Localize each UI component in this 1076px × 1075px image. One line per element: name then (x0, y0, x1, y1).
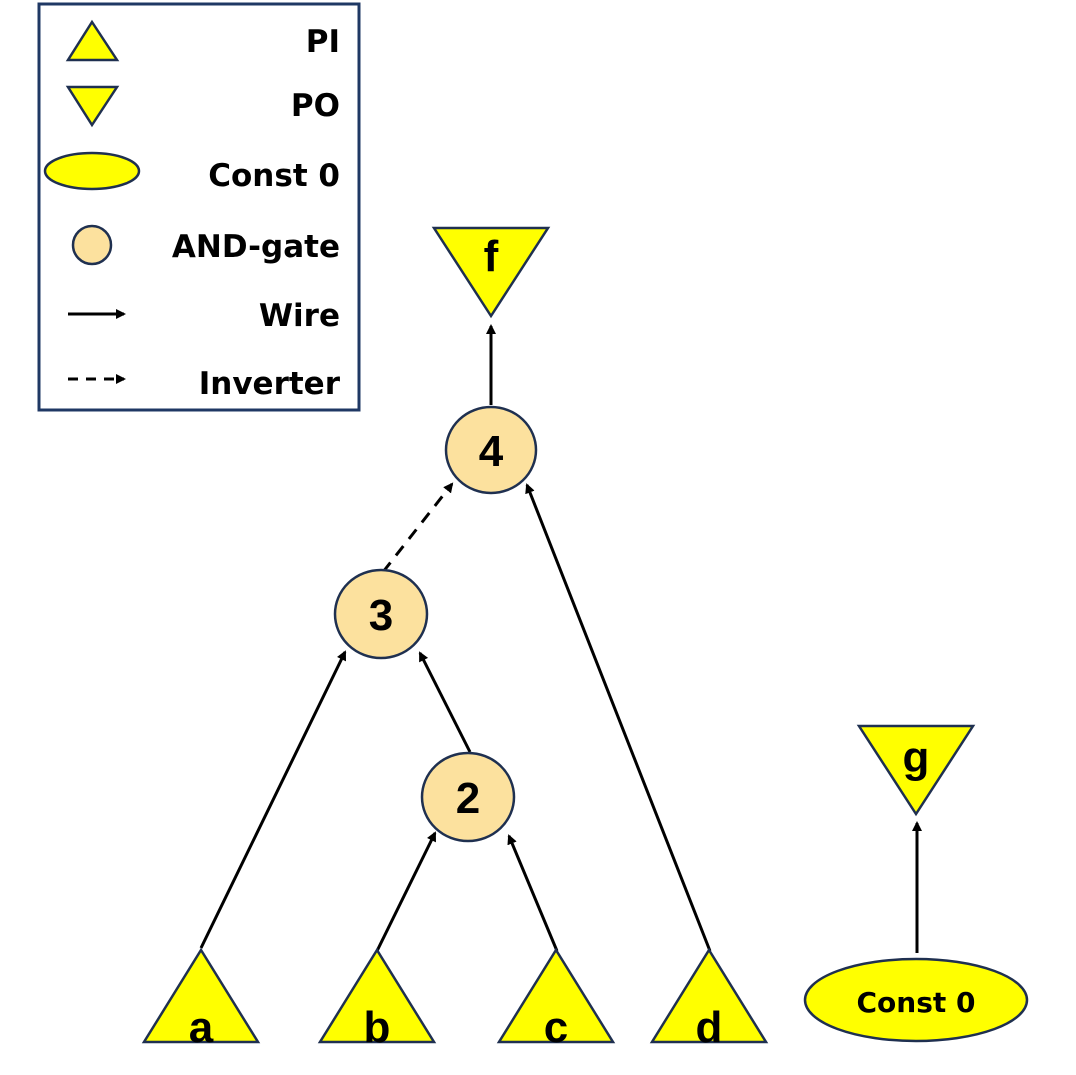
po-triangle-icon (65, 85, 120, 128)
const-0: Const 0 (803, 957, 1029, 1043)
pi-a-label: a (189, 1003, 214, 1052)
pi-c-label: c (544, 1003, 568, 1052)
legend-label-and-gate: AND-gate (172, 229, 340, 265)
legend-label-po: PO (291, 88, 340, 124)
legend-label-inverter: Inverter (199, 366, 341, 402)
and-gate-3-label: 3 (369, 591, 393, 640)
pi-a: a (141, 947, 261, 1052)
pi-triangle-icon (65, 19, 120, 62)
pi-b-label: b (364, 1003, 391, 1052)
and-gate-2-label: 2 (456, 774, 480, 823)
pi-d: d (649, 947, 769, 1052)
and-gate-circle-icon (71, 224, 113, 266)
po-f-label: f (484, 232, 499, 281)
and-gate-4: 4 (444, 405, 538, 495)
edges (199, 324, 922, 953)
pi-b: b (317, 947, 437, 1052)
edge-b-to-2 (375, 831, 437, 952)
legend-label-const: Const 0 (208, 158, 340, 194)
pi-c: c (496, 947, 616, 1052)
po-triangle-icon (431, 226, 551, 319)
and-gate-circle-icon (420, 751, 516, 843)
edge-2-to-3 (418, 651, 472, 753)
edge-d-to-4 (525, 483, 712, 952)
and-gate-circle-icon (333, 568, 429, 660)
and-gate-3: 3 (333, 568, 429, 660)
po-triangle-icon (856, 724, 976, 817)
const-0-label: Const 0 (857, 986, 976, 1019)
po-g: g (856, 724, 976, 817)
pi-triangle-icon (317, 947, 437, 1044)
and-gate-circle-icon (444, 405, 538, 495)
edge-a-to-3 (199, 650, 347, 949)
pi-triangle-icon (141, 947, 261, 1044)
pi-triangle-icon (649, 947, 769, 1044)
po-f: f (431, 226, 551, 319)
edge-c-to-2 (507, 834, 559, 952)
and-gate-4-label: 4 (479, 427, 504, 476)
const-ellipse-icon (43, 151, 141, 191)
pi-d-label: d (696, 1003, 723, 1052)
legend-label-wire: Wire (259, 298, 340, 334)
const-ellipse-icon (803, 957, 1029, 1043)
and-gate-2: 2 (420, 751, 516, 843)
legend: PI PO Const 0 AND-gate Wire Inverter (37, 2, 361, 412)
edge-3-to-4-inverter (381, 482, 454, 573)
legend-label-pi: PI (306, 24, 340, 60)
po-g-label: g (903, 733, 930, 782)
pi-triangle-icon (496, 947, 616, 1044)
legend-box (37, 2, 361, 412)
